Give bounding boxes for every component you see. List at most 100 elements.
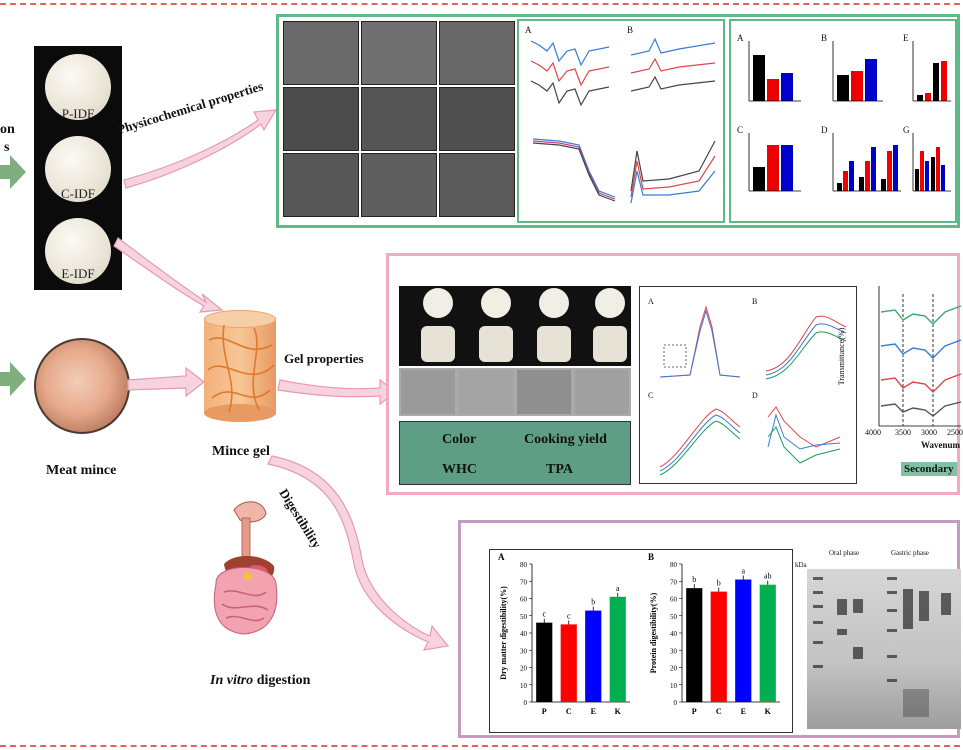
gel-cylinder: [479, 326, 513, 362]
gel-cylinder: [537, 326, 571, 362]
gel-disc-top: [595, 288, 625, 318]
sem-image: [283, 21, 359, 85]
gel-sem-image: [401, 370, 455, 414]
significance-letter: c: [567, 611, 571, 620]
y-tick-label: 40: [670, 630, 678, 638]
digestion-text: digestion: [253, 673, 311, 688]
ftir-plot: [878, 286, 962, 427]
rheology-plots: [659, 305, 847, 476]
arrow-to-gel-properties-icon: [277, 378, 397, 406]
bar-letter-c: C: [737, 125, 744, 135]
digest-bar: [735, 579, 752, 702]
gel-lanes-image: [807, 569, 961, 729]
sem-image: [439, 21, 515, 85]
secondary-structure-caption: Secondary: [901, 462, 957, 476]
whc-metric: WHC: [442, 462, 477, 477]
gel-sem-image: [575, 370, 629, 414]
y-tick-label: 80: [670, 561, 678, 569]
spectra-letter-a: A: [525, 25, 532, 35]
x-tick-label: C: [716, 707, 722, 716]
left-cut-text-2: s: [4, 140, 10, 155]
ftir-xtick: 4000: [865, 428, 881, 437]
green-arrow-top-icon: [0, 155, 26, 189]
significance-letter: b: [692, 575, 696, 584]
sem-image: [283, 153, 359, 217]
gel-metrics-box: Color Cooking yield WHC TPA: [399, 421, 631, 485]
mince-gel-cylinder: [204, 310, 276, 422]
left-cut-text: on: [0, 122, 15, 137]
green-arrow-bottom-icon: [0, 362, 26, 396]
digest-bar: [560, 624, 577, 702]
meat-mince-label: Meat mince: [46, 463, 117, 478]
c-idf-label: C-IDF: [61, 186, 95, 201]
gel-disc-top: [423, 288, 453, 318]
meat-mince-image: [34, 338, 130, 434]
bar-letter-d: D: [821, 125, 828, 135]
y-axis-label: Dry matter digestibility(%): [499, 586, 508, 680]
x-tick-label: K: [765, 707, 772, 716]
sem-image: [439, 87, 515, 151]
gel-photo-block: [399, 286, 631, 366]
rheology-subpanel: A B C D: [639, 286, 857, 484]
mini-bar-charts: [748, 41, 951, 192]
rheo-letter-a: A: [648, 297, 654, 306]
significance-letter: a: [741, 567, 745, 576]
ftir-xlabel: Wavenum: [921, 440, 961, 450]
gel-disc-top: [481, 288, 511, 318]
sds-page-gel: Oral phase Gastric phase kDa: [795, 549, 961, 737]
spectra-letter-b: B: [627, 25, 634, 35]
digest-bar: [710, 591, 727, 702]
color-metric: Color: [442, 432, 477, 447]
rheo-letter-d: D: [752, 391, 758, 400]
arrow-to-mince-gel-icon: [113, 237, 224, 313]
oral-phase-header: Oral phase: [829, 549, 860, 557]
gel-sem-row: [399, 368, 631, 416]
significance-letter: ab: [764, 572, 772, 581]
digest-chart-letter: B: [648, 552, 654, 562]
y-tick-label: 0: [524, 699, 528, 707]
e-idf-disc: [45, 218, 111, 284]
p-idf-label: P-IDF: [61, 106, 95, 121]
digest-bar: [609, 596, 626, 702]
digest-bar: [585, 610, 602, 702]
digest-chart-letter: A: [498, 552, 505, 562]
y-tick-label: 30: [670, 647, 678, 655]
ftir-xtick: 3000: [921, 428, 937, 437]
rheo-letter-b: B: [752, 297, 758, 306]
in-vitro-digestion-label: In vitro digestion: [210, 673, 310, 689]
sem-image: [361, 21, 437, 85]
arrow-to-physicochemical-icon: [123, 109, 278, 189]
y-tick-label: 20: [670, 665, 678, 673]
y-tick-label: 40: [520, 630, 528, 638]
bottom-dashed-divider: [0, 745, 960, 747]
x-tick-label: K: [615, 707, 622, 716]
y-tick-label: 70: [670, 578, 678, 586]
ftir-xtick: 3500: [895, 428, 911, 437]
y-tick-label: 80: [520, 561, 528, 569]
significance-letter: b: [591, 598, 595, 607]
spectra-plots: [530, 37, 716, 204]
y-tick-label: 50: [670, 613, 678, 621]
gel-properties-panel: Color Cooking yield WHC TPA A B C D: [386, 253, 963, 495]
physicochemical-panel: A B: [276, 14, 960, 228]
bar-charts-subpanel: A B E C D G: [729, 19, 957, 223]
top-dashed-divider: [0, 3, 960, 5]
y-tick-label: 60: [670, 596, 678, 604]
gel-cylinder: [421, 326, 455, 362]
gastric-phase-header: Gastric phase: [891, 549, 929, 557]
arrow-meat-to-gel-icon: [127, 366, 205, 398]
significance-letter: a: [616, 584, 620, 593]
e-idf-label: E-IDF: [61, 266, 95, 281]
spectra-subpanel: A B: [517, 19, 725, 223]
gel-sem-image: [517, 370, 571, 414]
ftir-subpanel: Transmittance(%) 4000 3500 3000 2500 Wav…: [837, 276, 963, 490]
left-green-arrows: [0, 155, 26, 396]
sem-image: [439, 153, 515, 217]
digestive-system-illustration: [213, 501, 278, 635]
y-tick-label: 10: [520, 682, 528, 690]
y-tick-label: 60: [520, 596, 528, 604]
x-tick-label: E: [741, 707, 746, 716]
gel-sem-image: [459, 370, 513, 414]
